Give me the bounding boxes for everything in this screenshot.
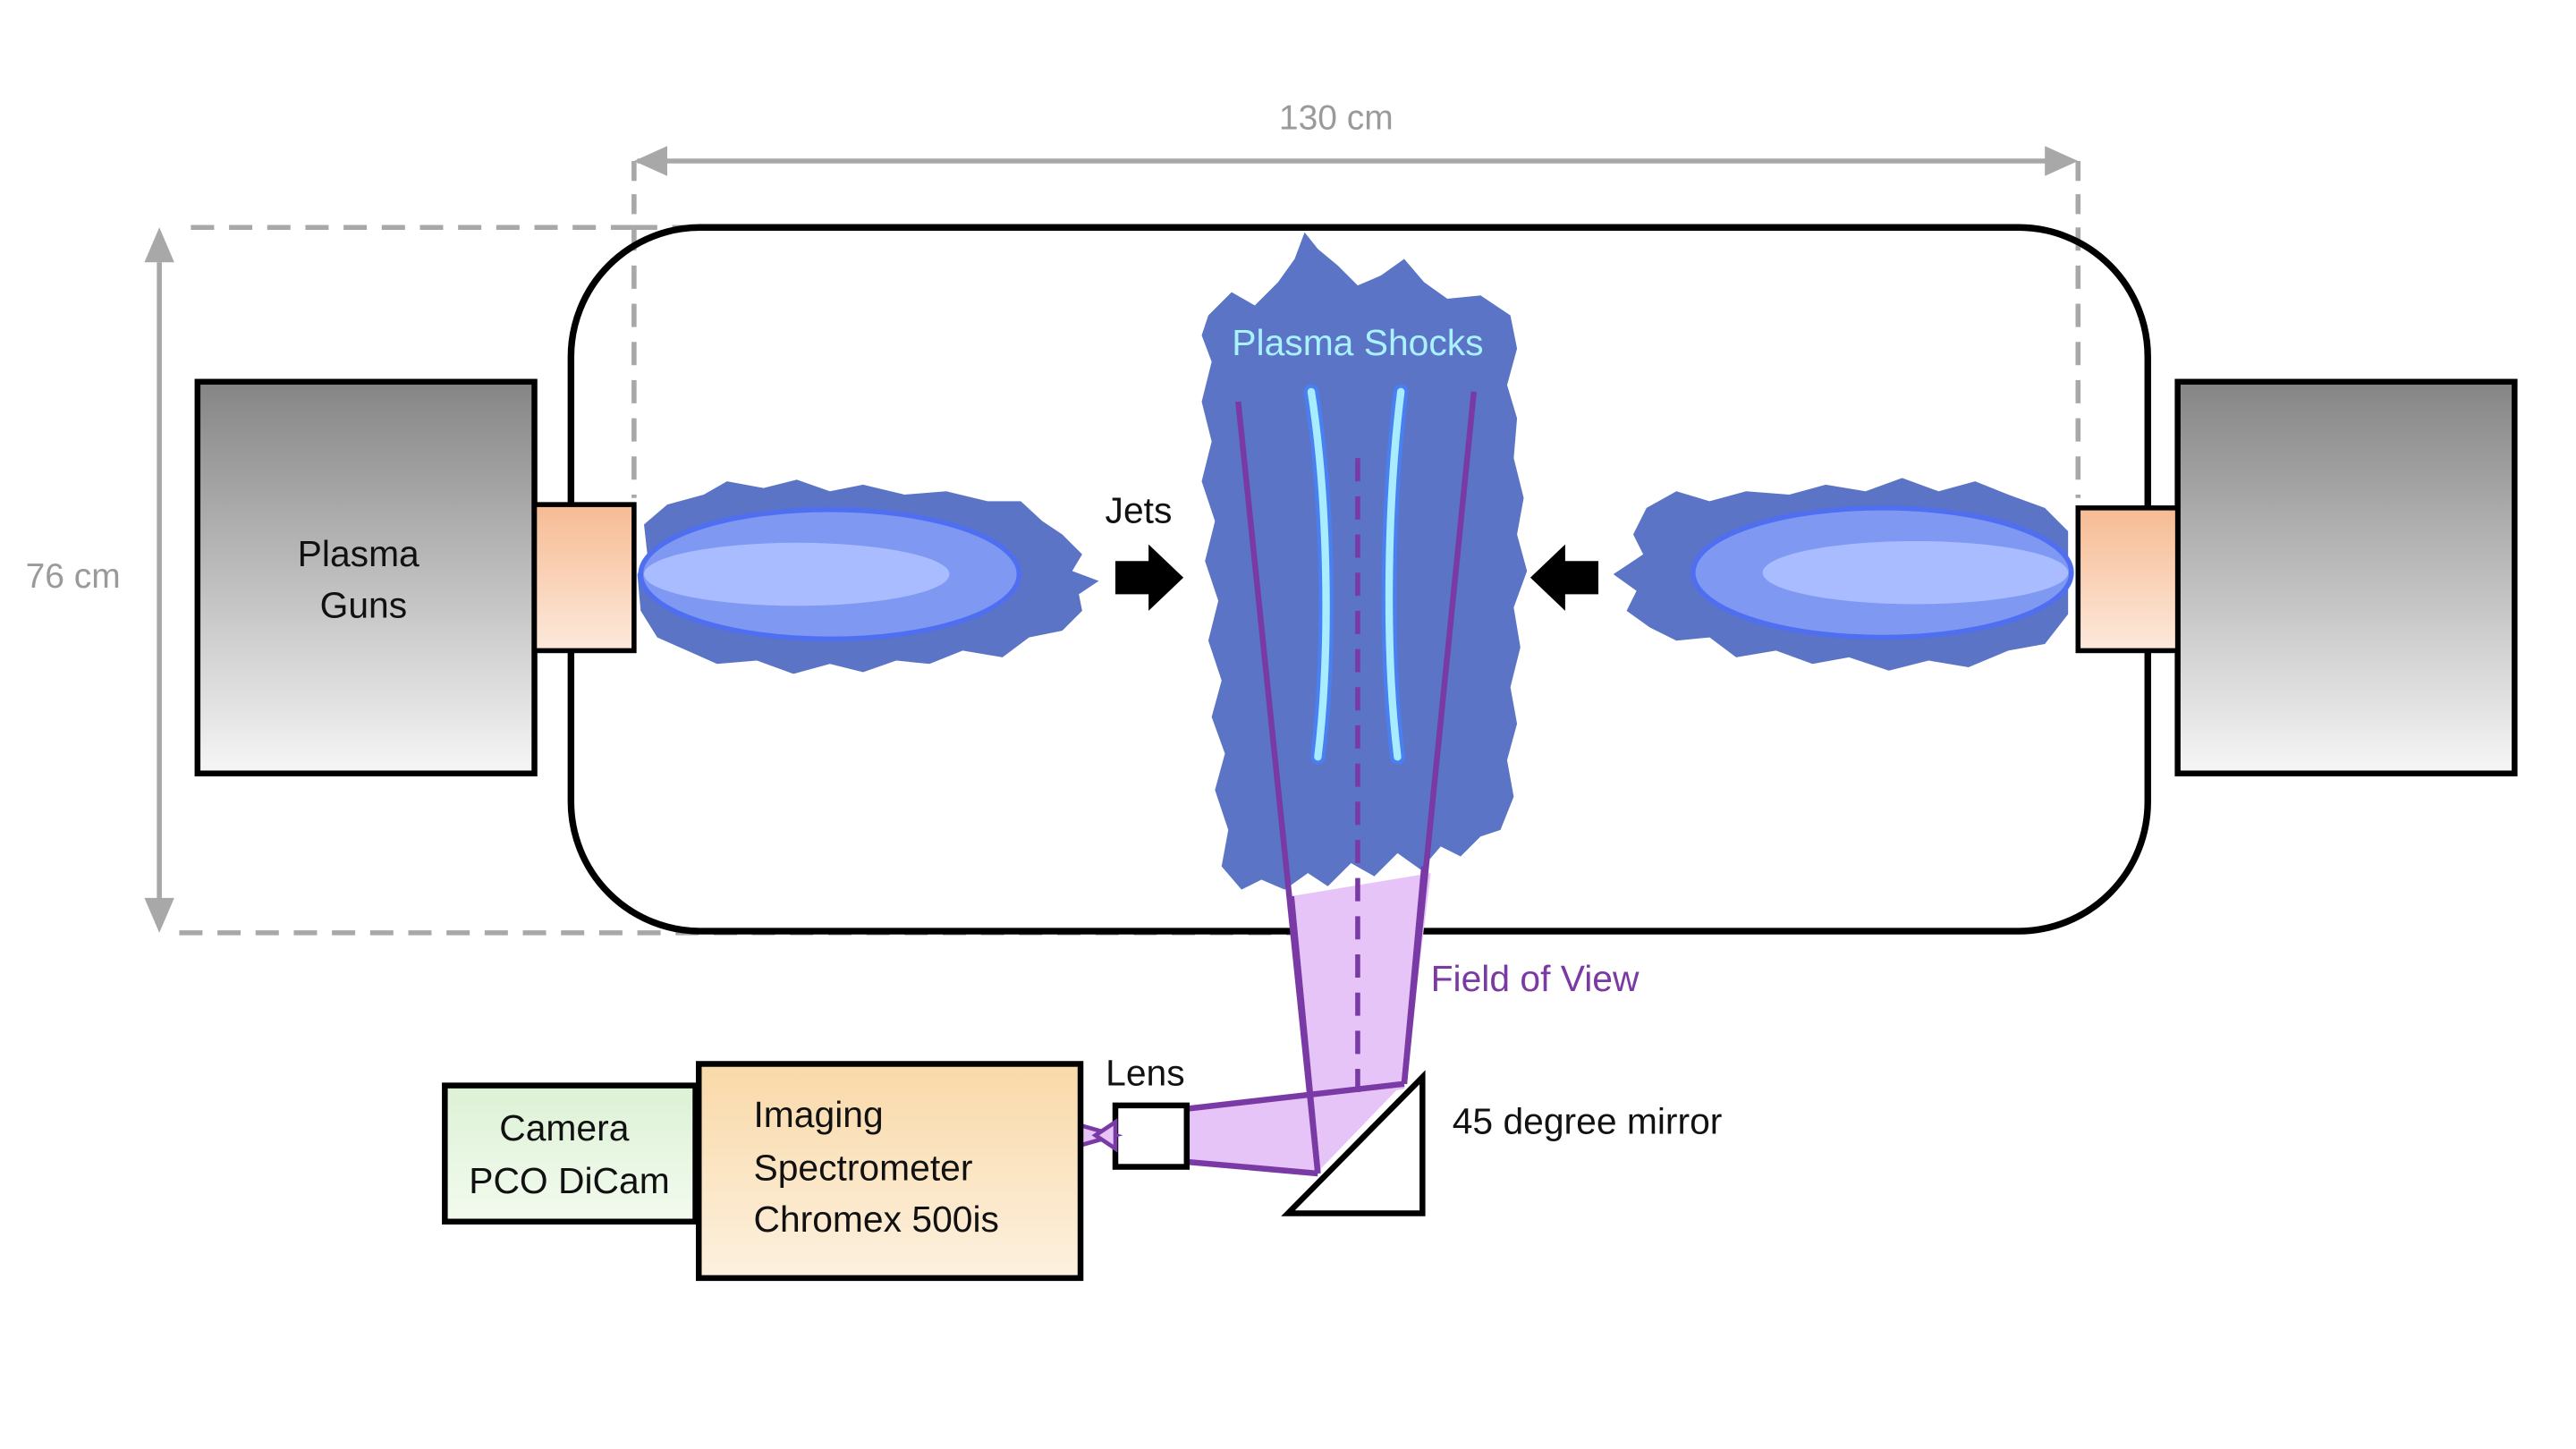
field-of-view-outline: Field of View [1186, 866, 1640, 1177]
right-arrow-icon [1115, 544, 1184, 611]
right-plasma-jet [1613, 478, 2074, 671]
svg-text:Imaging Spectrometer: Imaging Spectrometer Chromex 500is [753, 1094, 998, 1240]
mirror-label: 45 degree mirror [1453, 1100, 1723, 1141]
left-plasma-gun: Plasma Guns [194, 378, 637, 776]
width-dimension-label: 130 cm [1279, 99, 1394, 138]
left-arrow-icon [1530, 544, 1599, 611]
right-plasma-gun [2075, 378, 2518, 776]
svg-text:Plasma Guns: Plasma Guns [298, 533, 429, 626]
plasma-shocks-label: Plasma Shocks [1232, 322, 1483, 363]
camera-label-line1: Camera [499, 1107, 629, 1148]
left-gun-nozzle [531, 502, 637, 654]
svg-text:Camera PCO DiCam: Camera PCO DiCam [469, 1107, 670, 1201]
imaging-spectrometer: Imaging Spectrometer Chromex 500is [695, 1061, 1084, 1282]
jets-label: Jets [1106, 490, 1173, 531]
spectrometer-label-line3: Chromex 500is [753, 1199, 998, 1240]
spectrometer-label-line1: Imaging [753, 1094, 883, 1135]
camera: Camera PCO DiCam [442, 1082, 699, 1225]
height-dimension-label: 76 cm [26, 557, 121, 596]
spectrometer-label-line2: Spectrometer [753, 1147, 972, 1188]
lens: Lens [1066, 1053, 1191, 1170]
plasma-guns-label-line2: Guns [320, 584, 408, 625]
left-plasma-jet [637, 479, 1099, 674]
lens-label: Lens [1106, 1053, 1185, 1094]
plasma-guns-label-line1: Plasma [298, 533, 419, 574]
width-dimension: 130 cm [631, 99, 2081, 228]
right-gun-nozzle [2075, 505, 2181, 654]
camera-label-line2: PCO DiCam [469, 1160, 670, 1201]
mirror-45-degree: 45 degree mirror [1281, 1070, 1723, 1216]
jets-indicator: Jets [1106, 490, 1599, 611]
field-of-view-label: Field of View [1431, 958, 1640, 999]
height-dimension: 76 cm [26, 227, 174, 933]
